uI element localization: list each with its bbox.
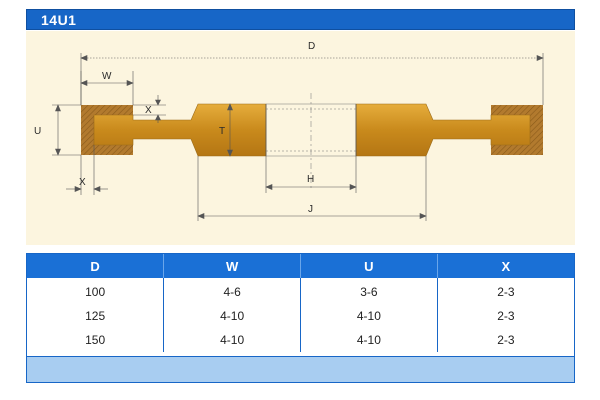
table-cell: 2-3 — [497, 309, 515, 323]
table-cell: 2-3 — [497, 333, 515, 347]
dimension-x-bottom — [66, 145, 108, 195]
table-row: 100 4-6 3-6 2-3 — [27, 278, 574, 304]
dimension-x-top — [133, 95, 166, 123]
column-header-w: W — [163, 254, 301, 278]
dimension-w — [80, 71, 134, 105]
dimension-u — [52, 104, 81, 156]
column-header-u: U — [300, 254, 438, 278]
right-wheel-profile — [355, 103, 543, 157]
dimensions-table: D W U X 100 4-6 3-6 2-3 125 4-10 4-10 2- — [27, 254, 574, 352]
table-cell: 125 — [27, 304, 165, 328]
table-cell: 2-3 — [497, 285, 515, 299]
table-header-row: D W U X — [27, 254, 574, 278]
label-t: T — [219, 126, 225, 137]
label-w: W — [102, 71, 112, 82]
table-cell: 4-10 — [300, 328, 438, 352]
table-row: 150 4-10 4-10 2-3 — [27, 328, 574, 352]
dimensions-table-container: D W U X 100 4-6 3-6 2-3 125 4-10 4-10 2- — [26, 253, 575, 383]
label-u: U — [34, 126, 41, 137]
label-j: J — [308, 204, 313, 215]
label-x-top: X — [145, 105, 152, 116]
table-cell: 4-10 — [163, 328, 301, 352]
column-header-d: D — [27, 254, 165, 278]
table-cell: 100 — [27, 278, 165, 304]
table-cell: 4-6 — [163, 278, 301, 304]
label-h: H — [307, 174, 314, 185]
wheel-cross-section-diagram: D W X — [26, 31, 575, 245]
table-footer-bar — [27, 356, 574, 382]
diagram-svg: D W X — [34, 41, 544, 221]
dimension-j — [197, 156, 427, 221]
product-code-title: 14U1 — [41, 12, 77, 28]
label-d: D — [308, 41, 315, 52]
table-cell: 3-6 — [300, 278, 438, 304]
dimension-t — [227, 103, 233, 157]
table-cell: 4-10 — [163, 304, 301, 328]
dimension-h — [265, 156, 357, 193]
label-x-bottom: X — [79, 177, 86, 188]
column-header-x: X — [437, 254, 574, 278]
left-wheel-profile — [81, 103, 267, 157]
table-cell: 150 — [27, 328, 165, 352]
table-row: 125 4-10 4-10 2-3 — [27, 304, 574, 328]
table-cell: 4-10 — [300, 304, 438, 328]
dimension-d — [80, 53, 544, 105]
title-bar: 14U1 — [26, 9, 575, 30]
